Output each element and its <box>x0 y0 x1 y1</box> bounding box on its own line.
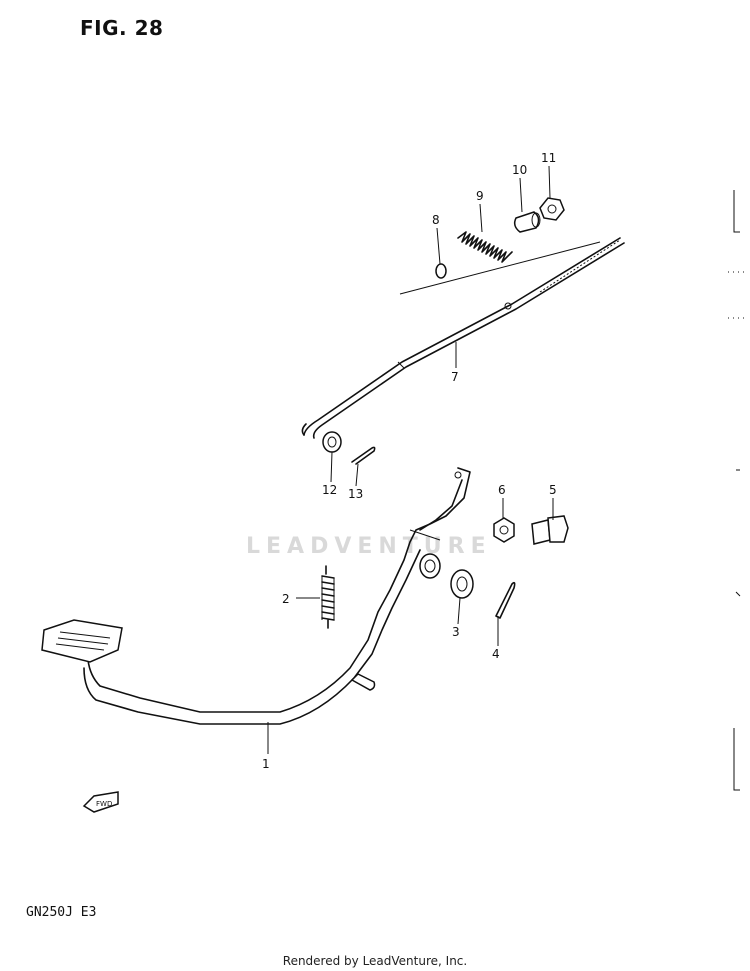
figure-title: FIG. 28 <box>80 16 164 40</box>
callout-8: 8 <box>432 213 440 227</box>
fwd-label: FWD <box>96 800 112 808</box>
return-spring-2-part <box>321 565 335 629</box>
callout-10: 10 <box>512 163 527 177</box>
washer-3-part <box>450 569 474 599</box>
brake-pedal-part <box>41 467 471 725</box>
callout-2: 2 <box>282 592 290 606</box>
model-code: GN250J E3 <box>26 905 97 920</box>
callout-1: 1 <box>262 757 270 771</box>
callout-5: 5 <box>549 483 557 497</box>
cotter-pin-13-part <box>351 446 376 465</box>
callout-11: 11 <box>541 151 556 165</box>
leader-lines <box>267 165 554 754</box>
brake-rod-part <box>301 237 625 439</box>
cotter-pin-4-part <box>495 581 516 619</box>
adjusting-nut-11-part <box>539 197 565 221</box>
callout-3: 3 <box>452 625 460 639</box>
callout-12: 12 <box>322 483 337 497</box>
callout-6: 6 <box>498 483 506 497</box>
callouts: 1 2 3 4 5 6 7 8 9 10 11 12 13 <box>262 151 557 771</box>
joint-10-part <box>513 211 541 233</box>
callout-4: 4 <box>492 647 500 661</box>
spring-9-part <box>457 231 513 263</box>
fwd-arrow-icon: FWD <box>82 791 119 813</box>
footer-credit: Rendered by LeadVenture, Inc. <box>282 954 468 968</box>
washer-12-part <box>322 431 342 453</box>
nut-6-part <box>493 517 515 543</box>
callout-13: 13 <box>348 487 363 501</box>
callout-7: 7 <box>451 370 459 384</box>
washer-8-part <box>435 263 447 279</box>
scan-margin-marks <box>728 190 744 791</box>
bolt-5-part <box>531 515 569 545</box>
callout-9: 9 <box>476 189 484 203</box>
watermark: LEADVENTURE <box>246 534 492 559</box>
